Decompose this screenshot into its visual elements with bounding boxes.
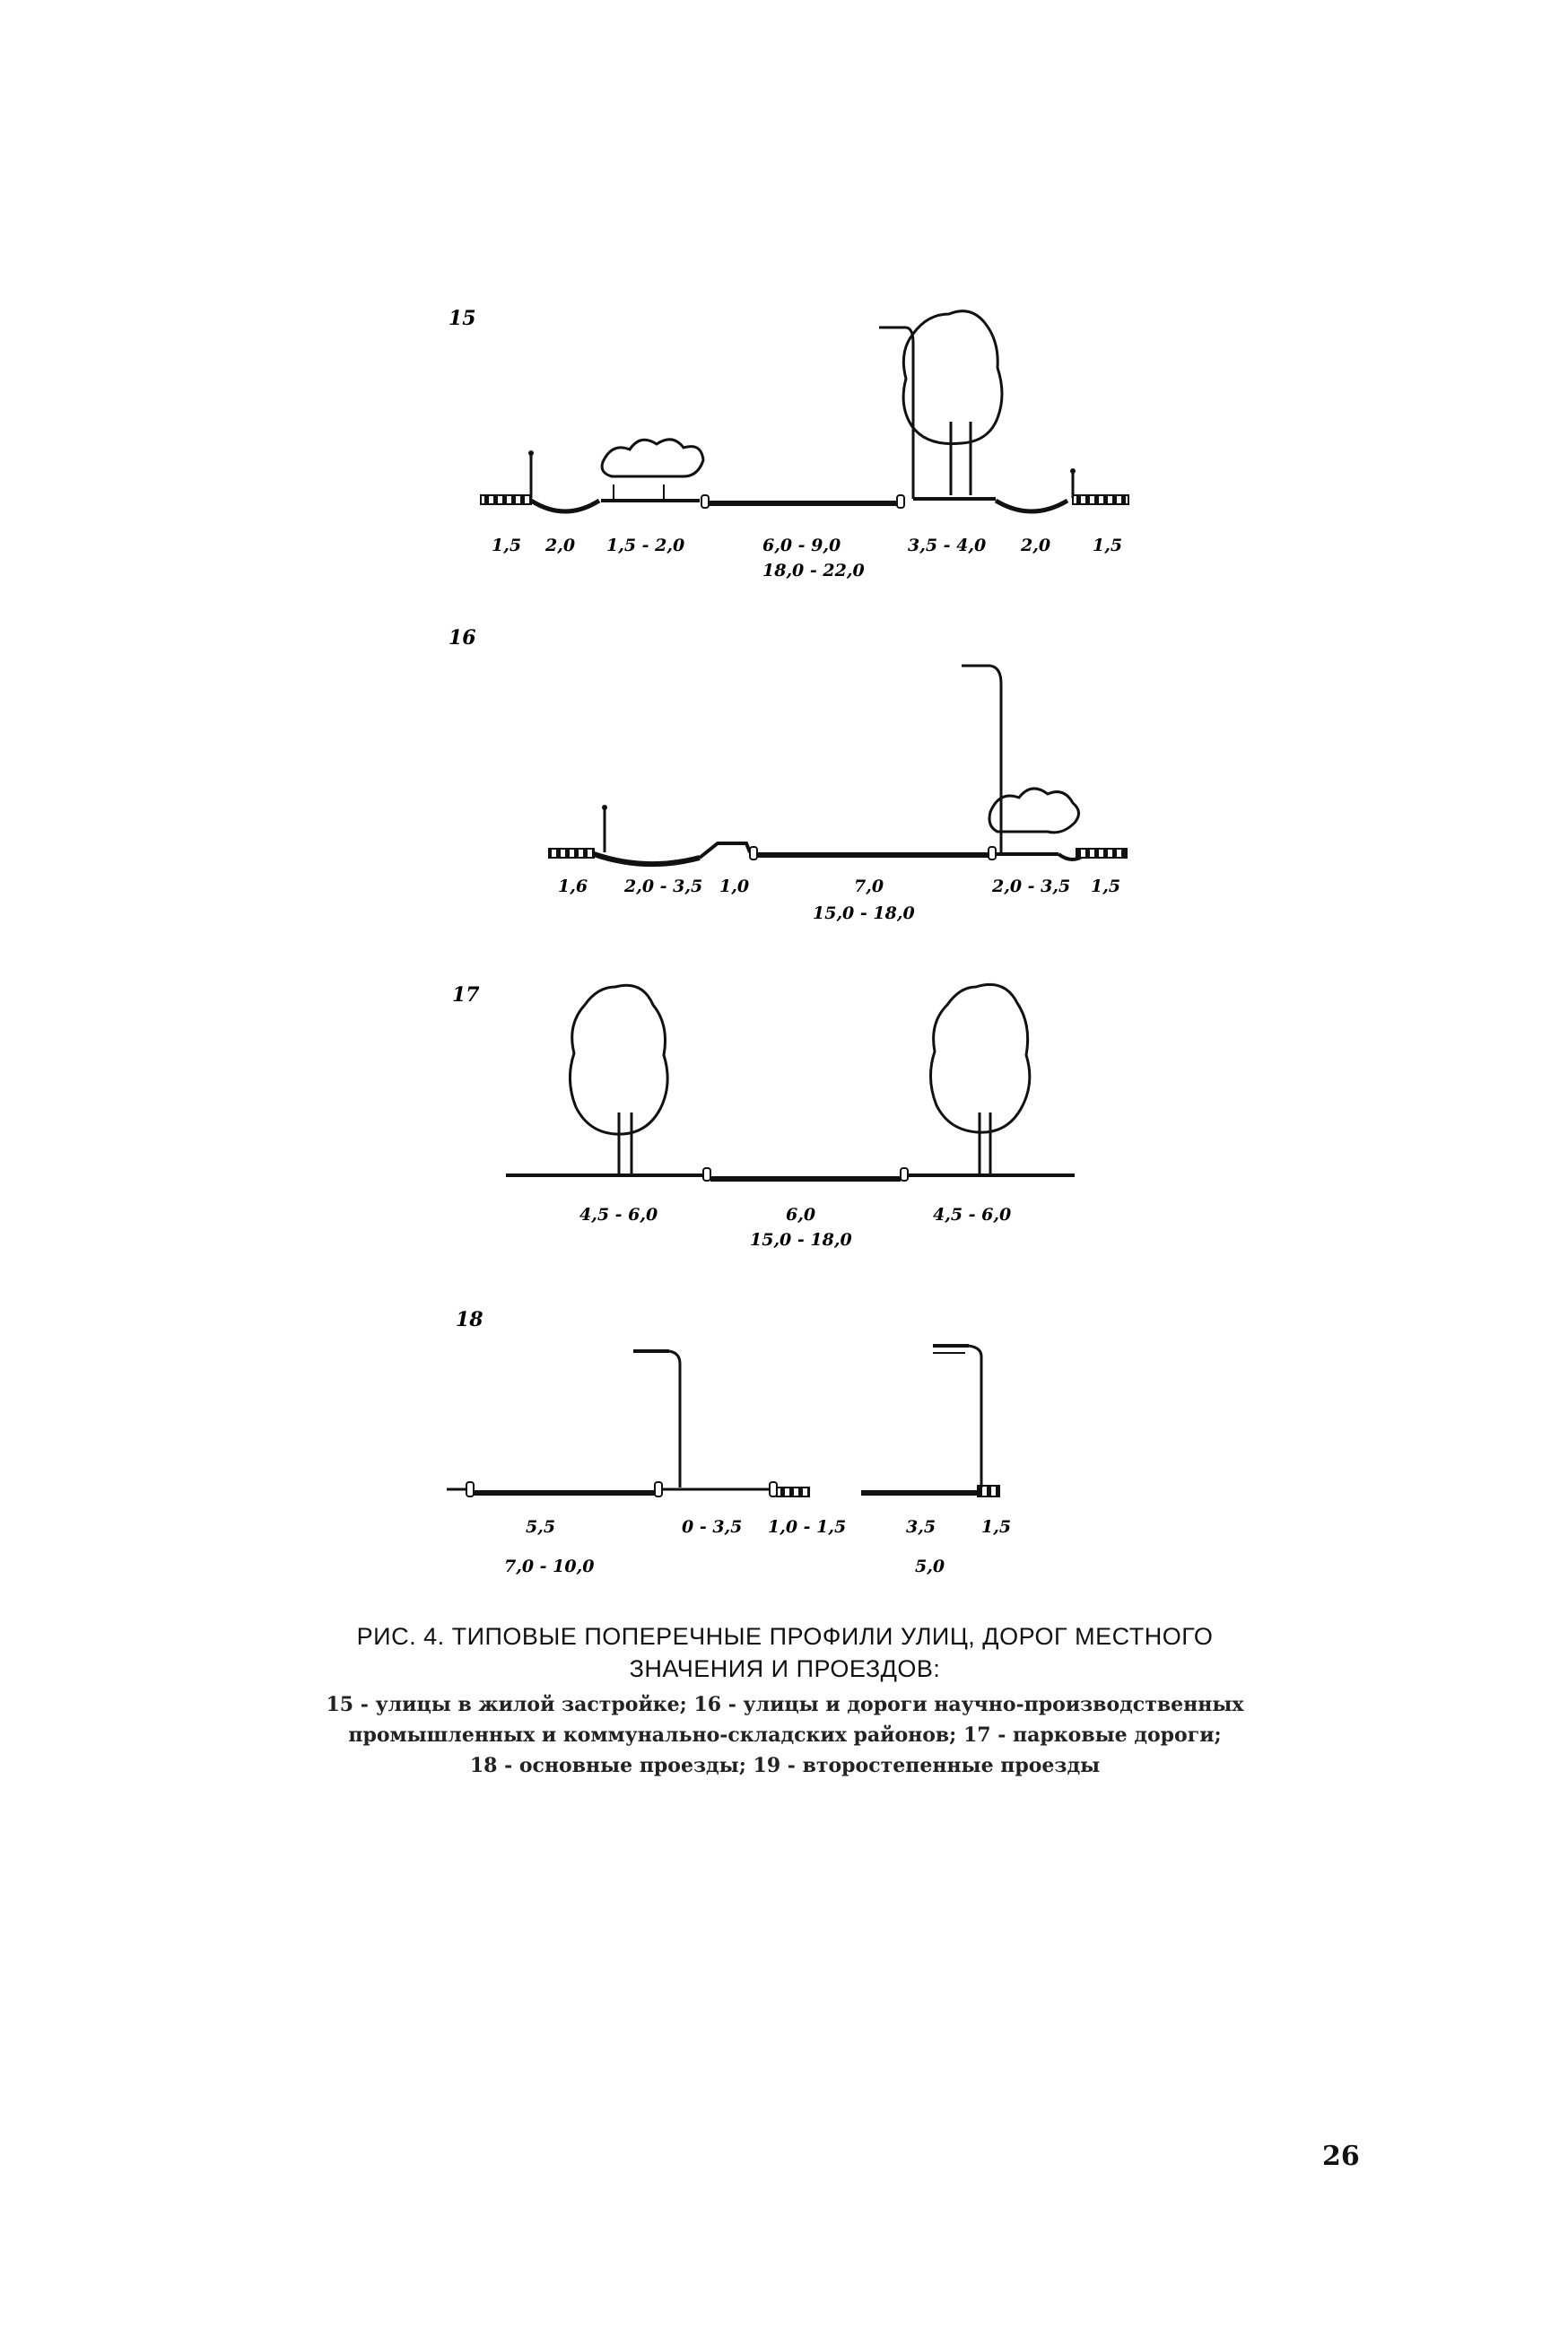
dim-total: 5,0 (915, 1557, 945, 1576)
dim-total: 7,0 - 10,0 (504, 1557, 594, 1576)
dim-label: 1,5 (1093, 536, 1122, 555)
caption-title-line-2: ЗНАЧЕНИЯ И ПРОЕЗДОВ: (629, 1655, 941, 1682)
sidewalk (776, 1487, 810, 1497)
green-strip-right (994, 498, 1069, 514)
sidewalk-right (1072, 494, 1129, 505)
profile-number: 17 (452, 983, 480, 1007)
dim-label: 4,5 - 6,0 (579, 1205, 658, 1225)
caption-body-line-1: 15 - улицы в жилой застройке; 16 - улицы… (326, 1693, 1244, 1716)
profile-15: 15 (449, 307, 1129, 580)
dim-label: 1,6 (558, 877, 588, 896)
shrub (600, 438, 705, 478)
shrub (988, 787, 1080, 834)
dim-label: 1,5 (492, 536, 521, 555)
green-strip-left (529, 498, 601, 514)
dim-label: 2,0 (544, 536, 575, 555)
dim-total: 15,0 - 18,0 (813, 903, 915, 923)
tree (902, 310, 1004, 446)
dim-label: 3,5 (906, 1517, 936, 1537)
sidewalk-left (480, 494, 532, 505)
dim-label: 1,0 (719, 877, 749, 896)
profile-16: 16 1,6 2,0 - 3,5 1,0 7,0 2,0 - 3,5 1,5 (449, 626, 1128, 923)
profile-number: 18 (456, 1308, 483, 1331)
sidewalk-right (1076, 848, 1128, 859)
green-strip-left (593, 851, 701, 868)
dim-label: 1,5 - 2,0 (606, 536, 684, 555)
dim-label: 3,5 - 4,0 (908, 536, 986, 555)
dim-label: 2,0 (1020, 536, 1050, 555)
dim-label: 6,0 - 9,0 (762, 536, 841, 555)
profile-number: 16 (449, 626, 476, 650)
dim-label: 7,0 (854, 877, 884, 896)
profile-number: 15 (449, 307, 476, 330)
sidewalk-left (548, 848, 595, 859)
caption-body-line-2: промышленных и коммунально-складских рай… (348, 1723, 1222, 1747)
tree (929, 982, 1032, 1134)
dim-label: 2,0 - 3,5 (623, 877, 702, 896)
tree (569, 983, 669, 1136)
dim-label: 1,5 (981, 1517, 1011, 1537)
caption-body-line-3: 18 - основные проезды; 19 - второстепенн… (469, 1754, 1101, 1777)
dim-label: 1,5 (1091, 877, 1120, 896)
page-number: 26 (1322, 2141, 1360, 2172)
dim-label: 1,0 - 1,5 (768, 1517, 846, 1537)
profile-17: 17 4,5 - 6,0 6,0 4,5 - 6,0 15,0 - 18,0 (452, 982, 1075, 1250)
caption-title-line-1: РИС. 4. ТИПОВЫЕ ПОПЕРЕЧНЫЕ ПРОФИЛИ УЛИЦ,… (356, 1623, 1214, 1650)
dim-label: 0 - 3,5 (682, 1517, 742, 1537)
dim-label: 4,5 - 6,0 (933, 1205, 1011, 1225)
sidewalk (977, 1485, 1000, 1497)
dim-label: 6,0 (786, 1205, 815, 1225)
dim-label: 5,5 (526, 1517, 555, 1537)
dim-label: 2,0 - 3,5 (991, 877, 1070, 896)
dim-total: 18,0 - 22,0 (762, 561, 865, 580)
profile-18: 18 5,5 0 - 3,5 1,0 - 1,5 3,5 1 (447, 1308, 1011, 1576)
dim-total: 15,0 - 18,0 (750, 1230, 852, 1250)
